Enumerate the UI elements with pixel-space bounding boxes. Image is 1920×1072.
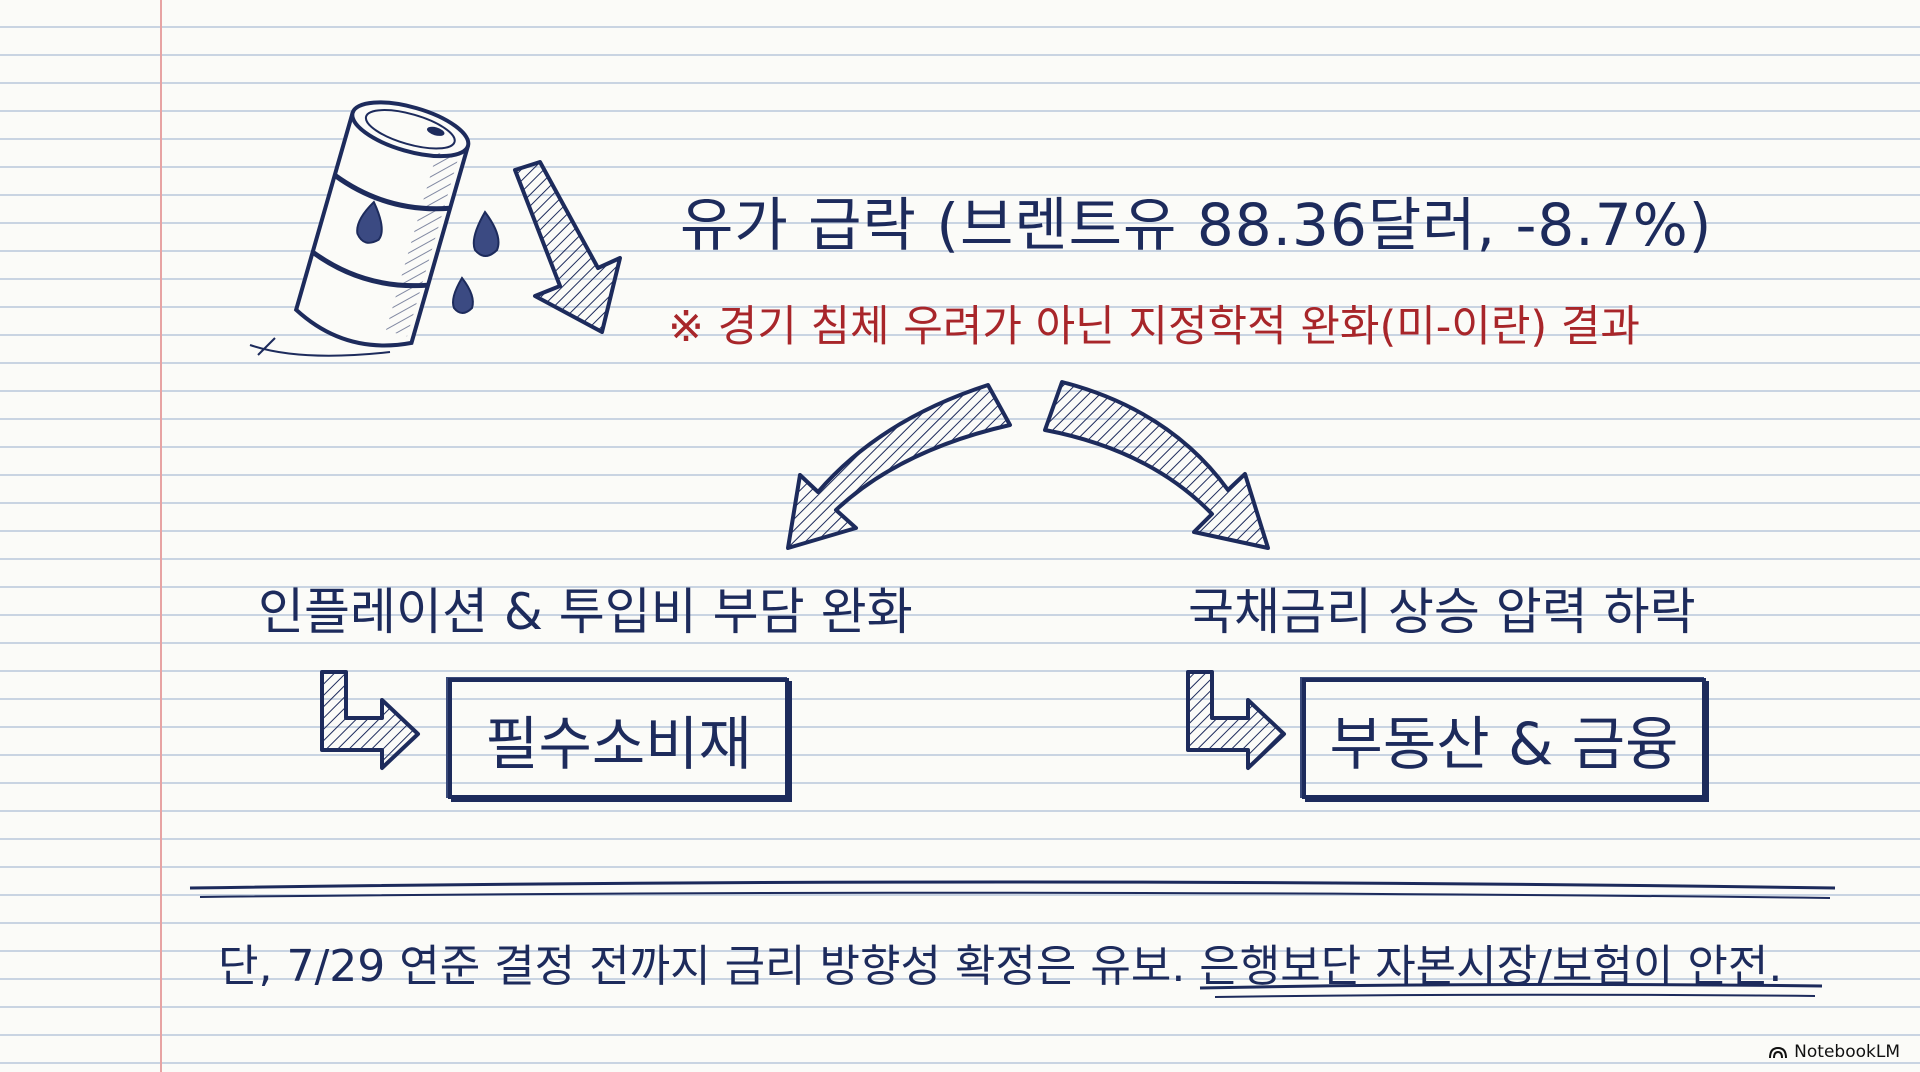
oil-drop-icon	[472, 210, 500, 257]
footer-underline	[1199, 982, 1823, 998]
curved-arrow-left-icon	[786, 383, 1012, 550]
elbow-arrow-icon	[1186, 670, 1286, 770]
notebook-margin-line	[160, 0, 162, 1072]
separator-line	[189, 880, 1836, 899]
oil-drop-icon	[452, 276, 474, 314]
brand-label: NotebookLM	[1794, 1042, 1900, 1062]
brand-watermark: NotebookLM	[1768, 1042, 1900, 1062]
down-arrow-icon	[513, 160, 622, 334]
footer-caveat: 단, 7/29 연준 결정 전까지 금리 방향성 확정은 유보. 은행보단 자본…	[218, 941, 1783, 992]
sector-label: 필수소비재	[485, 709, 752, 778]
left-effect-label: 인플레이션 & 투입비 부담 완화	[258, 583, 913, 641]
sector-box-real-estate-finance: 부동산 & 금융	[1302, 678, 1706, 799]
curved-arrow-right-icon	[1043, 380, 1270, 550]
headline-oil-price-drop: 유가 급락 (브렌트유 88.36달러, -8.7%)	[680, 191, 1713, 259]
oil-barrel-icon	[293, 100, 471, 348]
elbow-arrow-icon	[320, 670, 420, 770]
notebooklm-logo-icon	[1769, 1046, 1788, 1059]
sector-label: 부동산 & 금융	[1329, 709, 1679, 778]
right-effect-label: 국채금리 상승 압력 하락	[1188, 583, 1696, 641]
sector-box-consumer-staples: 필수소비재	[448, 678, 789, 799]
note-geopolitical-easing: ※ 경기 침체 우려가 아닌 지정학적 완화(미-이란) 결과	[668, 302, 1640, 352]
